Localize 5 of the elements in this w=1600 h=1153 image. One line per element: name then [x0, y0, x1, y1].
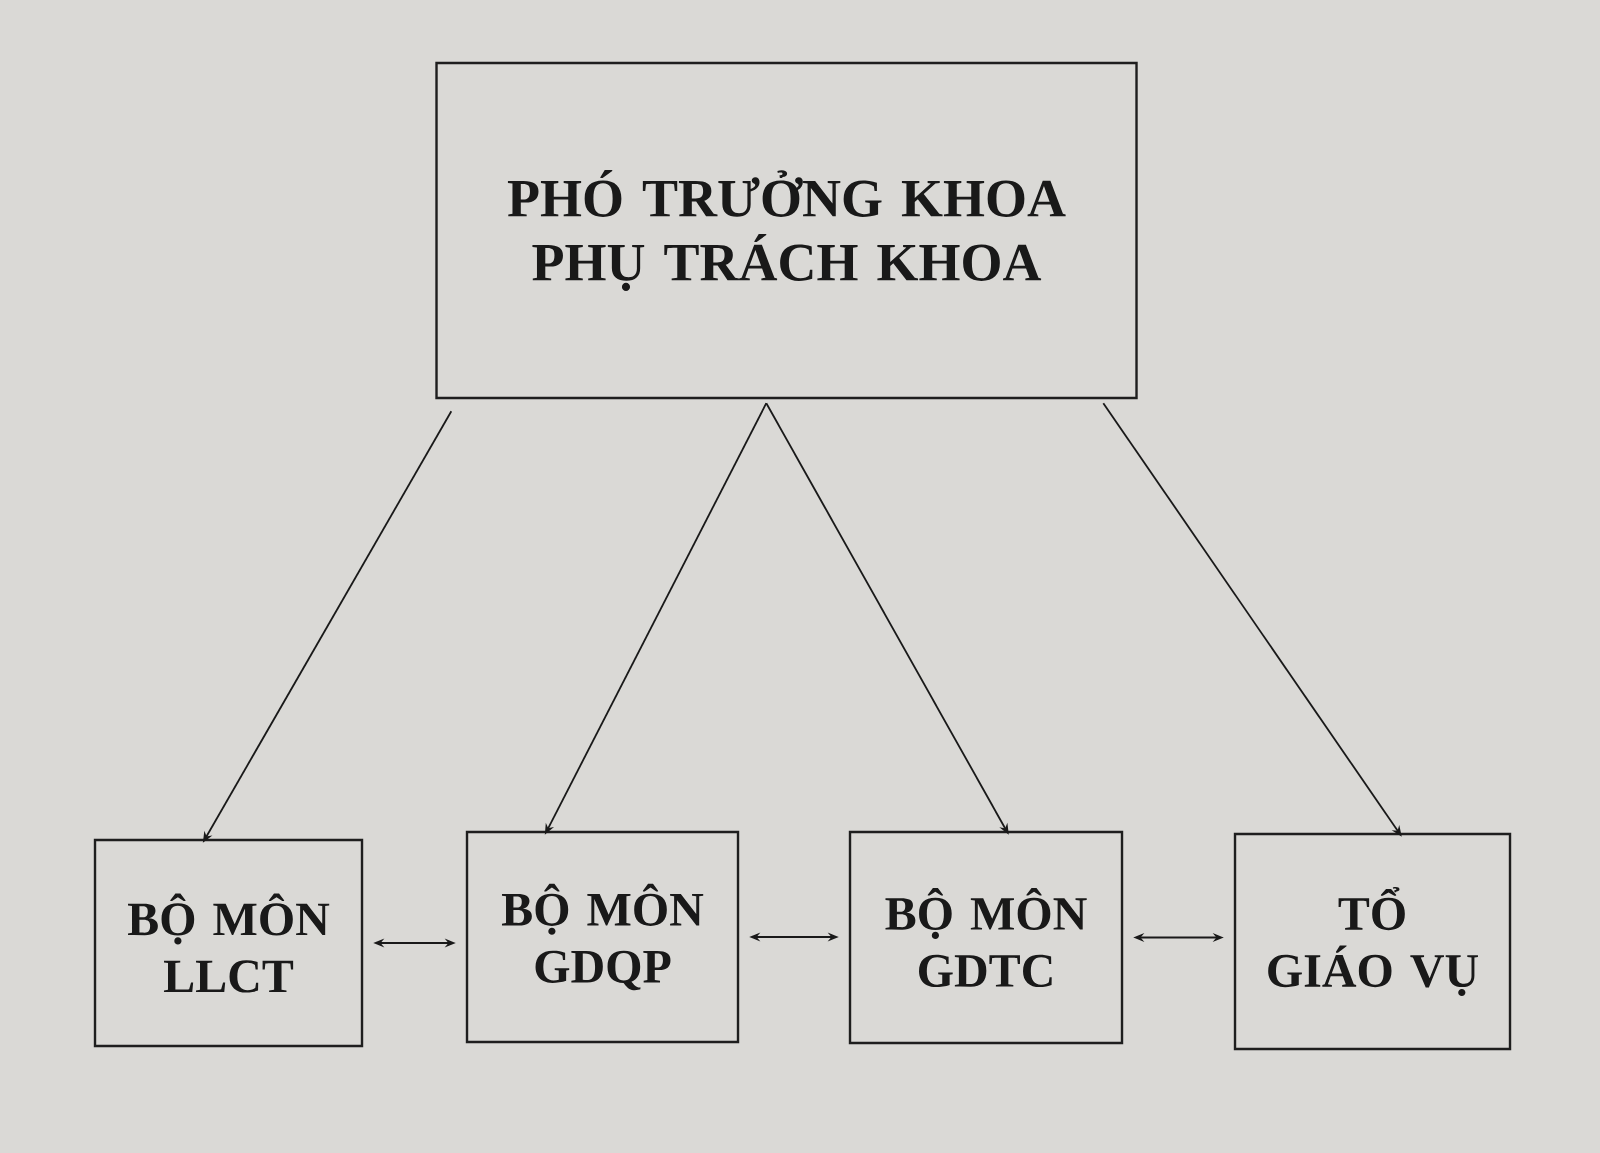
unit-box: BỘ MÔN GDQP	[465, 830, 740, 1044]
unit-box: BỘ MÔN LLCT	[93, 838, 364, 1048]
unit-box: TỔ GIÁO VỤ	[1233, 832, 1512, 1051]
unit-box: BỘ MÔN GDTC	[848, 830, 1124, 1045]
head-box: PHÓ TRƯỞNG KHOA PHỤ TRÁCH KHOA	[435, 61, 1138, 400]
